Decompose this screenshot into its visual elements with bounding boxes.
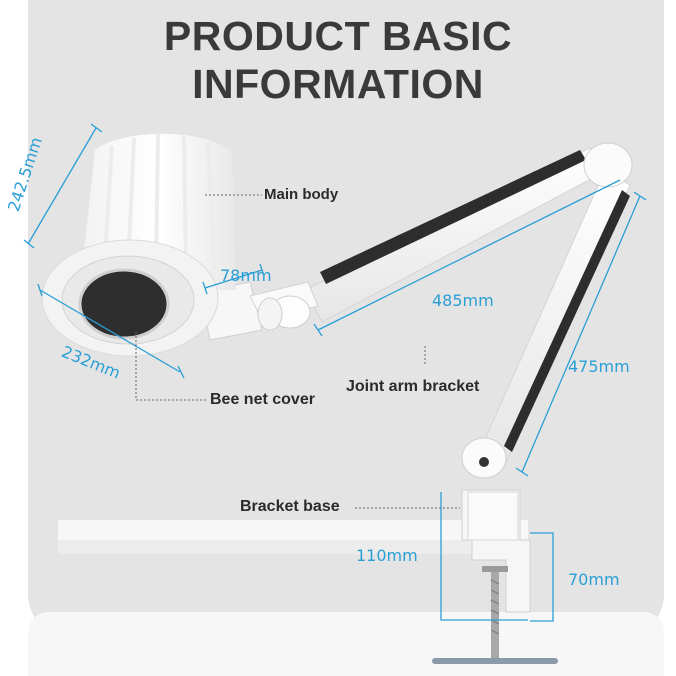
main-body [41, 133, 236, 357]
title-line-1: PRODUCT BASIC [163, 13, 513, 59]
label-bracket-base: Bracket base [240, 498, 340, 515]
dim-neck: 78mm [220, 266, 272, 285]
callout-leaders [135, 194, 460, 509]
dim-clamp-height: 70mm [568, 570, 620, 589]
dim-lower-arm: 475mm [568, 357, 630, 376]
label-bee-net-cover: Bee net cover [210, 391, 315, 408]
table-edge [58, 540, 528, 554]
elbow-joint [583, 142, 633, 188]
title-line-2: INFORMATION [192, 61, 484, 107]
dim-clamp-width: 110mm [356, 546, 418, 565]
lower-joint-knob [479, 457, 489, 467]
label-main-body: Main body [264, 186, 339, 203]
label-joint-arm-bracket: Joint arm bracket [346, 378, 480, 395]
dimension-lines [23, 123, 647, 622]
dim-upper-arm: 485mm [432, 291, 494, 310]
bracket-base [461, 489, 531, 613]
clamp-screw [432, 566, 558, 664]
bottom-strip [28, 612, 664, 676]
